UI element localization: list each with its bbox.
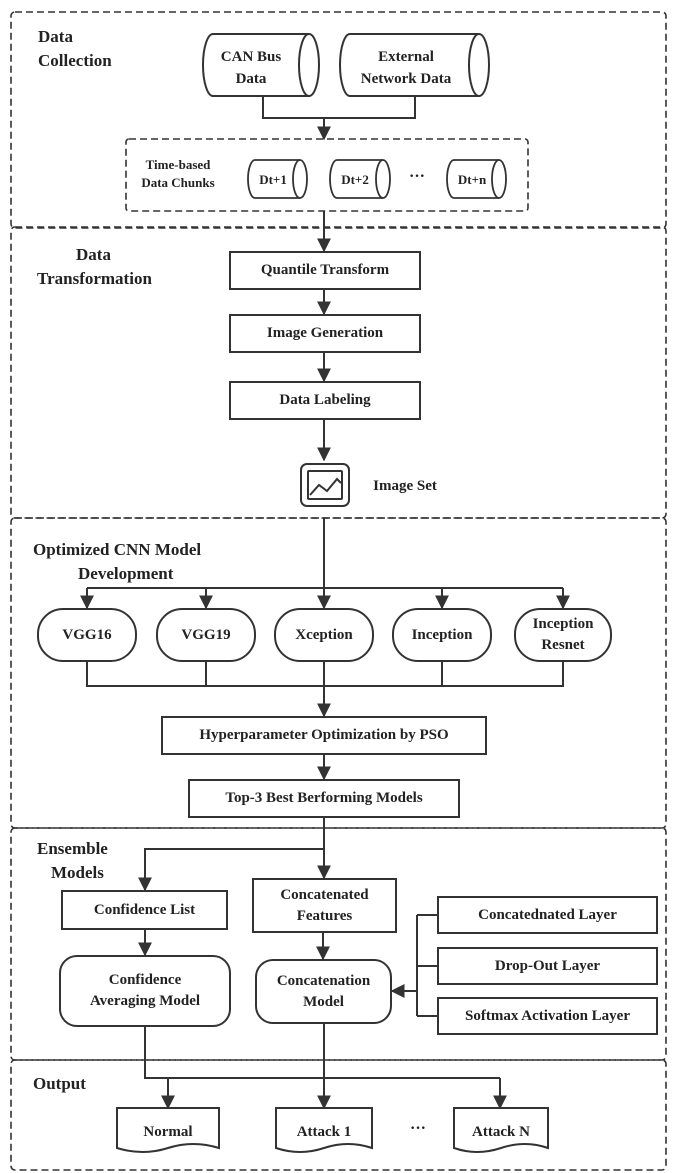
chunk-ellipsis: ···: [408, 168, 425, 185]
can-bus-data-label: CAN Bus Data: [203, 46, 299, 90]
label-line: Concatenated: [280, 886, 369, 903]
label-line: CAN Bus: [220, 49, 282, 65]
output-label-normal: Normal: [143, 1124, 193, 1140]
label-line: External: [378, 49, 434, 65]
output-doc-attackn: [453, 1107, 549, 1153]
section-box-cnn: [10, 517, 667, 829]
model-label: Inception: [411, 626, 473, 643]
section-title-line: Optimized CNN Model: [33, 540, 202, 559]
chunk-label-2: Dt+2: [341, 172, 369, 187]
label-line: Confidence: [108, 972, 182, 988]
top3-models-box: Top-3 Best Berforming Models: [188, 779, 460, 818]
softmax-layer-box: Softmax Activation Layer: [437, 997, 658, 1035]
model-vgg19: VGG19: [156, 608, 256, 662]
model-xception: Xception: [274, 608, 374, 662]
image-set-label: Image Set: [373, 478, 437, 494]
section-title-line: Collection: [38, 51, 112, 70]
section-title-line: Development: [78, 564, 174, 583]
dropout-layer-box: Drop-Out Layer: [437, 947, 658, 985]
section-title-line: Data: [76, 245, 111, 264]
section-title-line: Transformation: [37, 269, 152, 288]
chunk-label-1: Dt+1: [259, 172, 287, 187]
output-doc-normal: [116, 1107, 220, 1153]
chunk-label-n: Dt+n: [457, 172, 487, 187]
output-label-attack1: Attack 1: [296, 1124, 352, 1140]
label-line: Averaging Model: [89, 993, 201, 1009]
section-box-ensemble: [10, 827, 667, 1061]
output-ellipsis: ···: [409, 1120, 426, 1137]
quantile-transform-box: Quantile Transform: [229, 251, 421, 290]
section-title-output: Output: [33, 1074, 86, 1093]
section-title-collection: Data Collection: [38, 25, 112, 73]
concatenated-layer-box: Concatednated Layer: [437, 896, 658, 934]
model-label: VGG19: [181, 626, 231, 643]
section-title-line: Ensemble: [37, 839, 108, 858]
model-label: VGG16: [62, 626, 112, 643]
output-label-attackn: Attack N: [472, 1124, 530, 1140]
concatenation-model: Concatenation Model: [255, 959, 392, 1024]
image-icon: [300, 463, 350, 507]
output-doc-attack1: [275, 1107, 373, 1153]
confidence-list-box: Confidence List: [61, 890, 228, 930]
section-title-cnn: Optimized CNN Model Development: [33, 538, 201, 586]
model-label: Resnet: [541, 637, 585, 653]
external-network-data-label: External Network Data: [342, 46, 470, 90]
section-title-ensemble: Ensemble Models: [37, 837, 108, 885]
image-generation-box: Image Generation: [229, 314, 421, 353]
data-labeling-box: Data Labeling: [229, 381, 421, 420]
model-inception-resnet: Inception Resnet: [514, 608, 612, 662]
label-line: Time-based: [145, 157, 211, 172]
chunks-label: Time-based Data Chunks: [130, 156, 226, 192]
section-title-line: Data: [38, 27, 73, 46]
label-line: Features: [296, 907, 353, 924]
section-box-collection: [10, 11, 667, 229]
label-line: Concatenation: [276, 972, 371, 989]
label-line: Network Data: [360, 71, 452, 87]
section-box-output: [10, 1059, 667, 1171]
hyperparameter-optimization-box: Hyperparameter Optimization by PSO: [161, 716, 487, 755]
concatenated-features-box: Concatenated Features: [252, 878, 397, 933]
model-vgg16: VGG16: [37, 608, 137, 662]
model-label: Inception: [532, 616, 594, 632]
confidence-averaging-model: Confidence Averaging Model: [59, 955, 231, 1027]
section-title-transformation: Data Transformation: [37, 243, 152, 291]
model-label: Xception: [295, 626, 353, 643]
model-inception: Inception: [392, 608, 492, 662]
section-title-line: Models: [51, 863, 104, 882]
label-line: Model: [303, 993, 344, 1010]
label-line: Data: [235, 71, 267, 87]
label-line: Data Chunks: [141, 175, 215, 190]
